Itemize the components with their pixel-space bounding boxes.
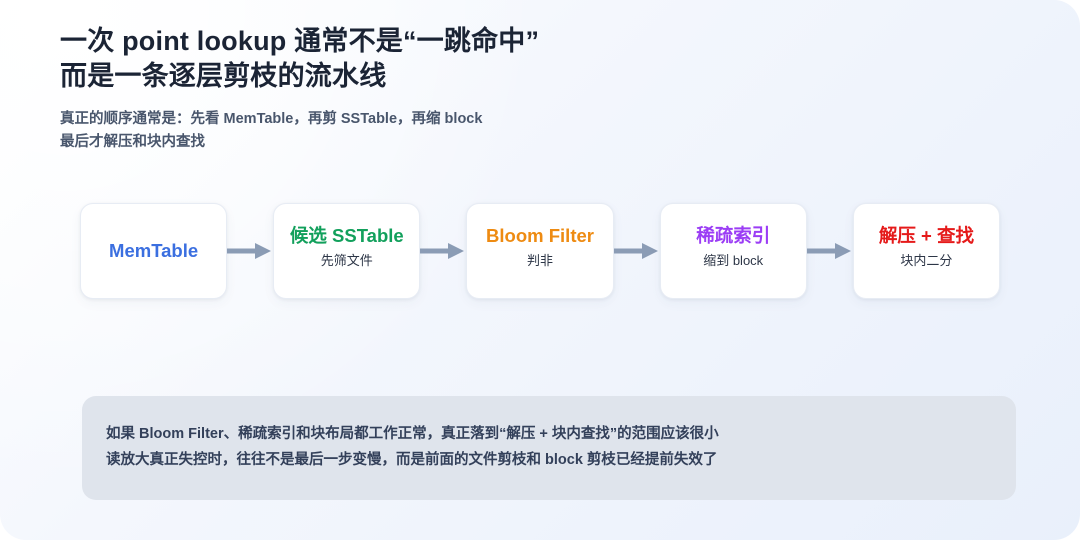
flow-arrow-4: [806, 240, 853, 262]
flow-node-title: 候选 SSTable: [289, 225, 404, 246]
flow-node-decompress-search[interactable]: 解压 + 查找 块内二分: [852, 203, 1001, 299]
flow-node-bloom-filter[interactable]: Bloom Filter 判非: [466, 203, 614, 299]
page-title: 一次 point lookup 通常不是“一跳命中” 而是一条逐层剪枝的流水线: [60, 26, 540, 92]
pipeline-flow: MemTable 候选 SSTable 先筛文件 Bloom Filter 判非: [80, 203, 1001, 299]
slide-header: 一次 point lookup 通常不是“一跳命中” 而是一条逐层剪枝的流水线 …: [60, 24, 1020, 155]
flow-arrow-1: [227, 240, 273, 262]
flow-node-title: 解压 + 查找: [878, 225, 974, 246]
flow-node-memtable[interactable]: MemTable: [80, 203, 228, 299]
flow-node-subtitle: 判非: [527, 253, 554, 269]
flow-arrow-2: [420, 240, 466, 262]
flow-node-candidate-sstable[interactable]: 候选 SSTable 先筛文件: [273, 203, 421, 299]
flow-node-subtitle: 缩到 block: [703, 253, 764, 269]
flow-arrow-3: [613, 240, 660, 262]
flow-node-sparse-index[interactable]: 稀疏索引 缩到 block: [659, 203, 807, 299]
summary-note: 如果 Bloom Filter、稀疏索引和块布局都工作正常，真正落到“解压 + …: [82, 396, 1016, 500]
page-subtitle: 真正的顺序通常是：先看 MemTable，再剪 SSTable，再缩 block…: [60, 111, 483, 151]
flow-node-title: Bloom Filter: [486, 225, 594, 246]
flow-node-subtitle: 先筛文件: [320, 253, 373, 269]
flow-node-title: 稀疏索引: [696, 225, 771, 246]
summary-note-text: 如果 Bloom Filter、稀疏索引和块布局都工作正常，真正落到“解压 + …: [106, 426, 719, 468]
flow-node-subtitle: 块内二分: [900, 253, 953, 269]
flow-node-title: MemTable: [109, 240, 199, 262]
